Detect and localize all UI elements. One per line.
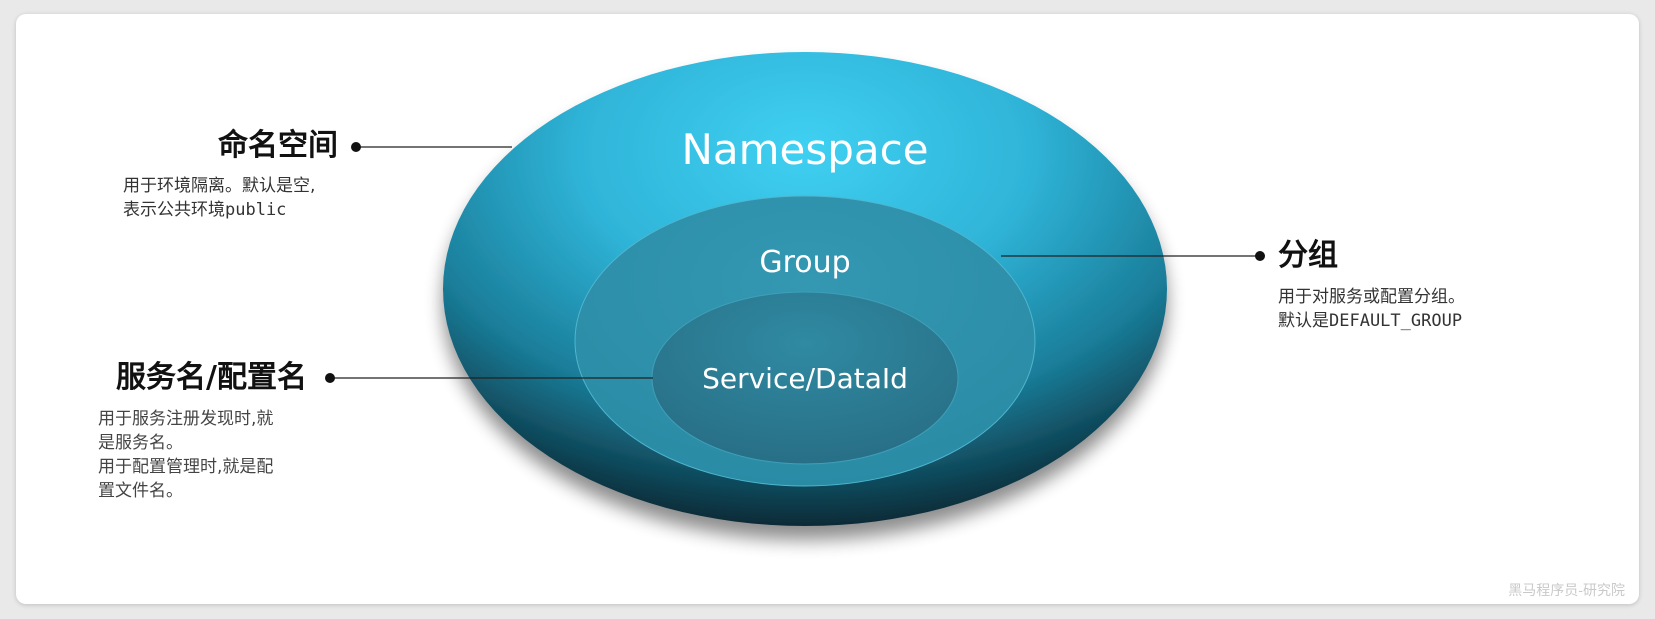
- group-desc-prefix: 默认是: [1278, 311, 1329, 331]
- group-desc-code: DEFAULT_GROUP: [1329, 311, 1463, 331]
- namespace-label: Namespace: [681, 125, 928, 174]
- namespace-desc-line-2: 表示公共环境public: [123, 198, 315, 222]
- service-desc-line-2: 是服务名。: [98, 433, 183, 453]
- service-desc-line-1: 用于服务注册发现时,就: [98, 409, 274, 429]
- namespace-callout-title: 命名空间: [218, 128, 338, 163]
- group-callout-title: 分组: [1278, 238, 1338, 273]
- group-leader-dot: [1255, 251, 1265, 261]
- group-label: Group: [759, 245, 850, 280]
- group-desc-line-1: 用于对服务或配置分组。: [1278, 287, 1465, 307]
- watermark: 黑马程序员-研究院: [1508, 583, 1625, 599]
- namespace-desc-line-1: 用于环境隔离。默认是空,: [123, 176, 316, 196]
- diagram-card: Namespace Group Service/DataId 命名空间 用于环境…: [16, 14, 1639, 604]
- service-desc-line-4: 置文件名。: [98, 481, 183, 501]
- group-callout-desc: 用于对服务或配置分组。 默认是DEFAULT_GROUP: [1278, 285, 1465, 333]
- nested-ellipse-diagram: Namespace Group Service/DataId: [325, 52, 1265, 526]
- namespace-desc-code: public: [225, 200, 287, 220]
- service-desc-line-3: 用于配置管理时,就是配: [98, 457, 274, 477]
- service-callout-desc: 用于服务注册发现时,就 是服务名。 用于配置管理时,就是配 置文件名。: [98, 407, 273, 503]
- service-callout-title: 服务名/配置名: [116, 360, 307, 395]
- service-leader: [325, 373, 653, 383]
- namespace-leader: [351, 142, 512, 152]
- service-label: Service/DataId: [702, 362, 908, 395]
- group-leader: [1001, 251, 1265, 261]
- service-leader-dot: [325, 373, 335, 383]
- namespace-desc-prefix: 表示公共环境: [123, 200, 225, 220]
- group-desc-line-2: 默认是DEFAULT_GROUP: [1278, 309, 1465, 333]
- namespace-callout-desc: 用于环境隔离。默认是空, 表示公共环境public: [123, 174, 315, 222]
- namespace-leader-dot: [351, 142, 361, 152]
